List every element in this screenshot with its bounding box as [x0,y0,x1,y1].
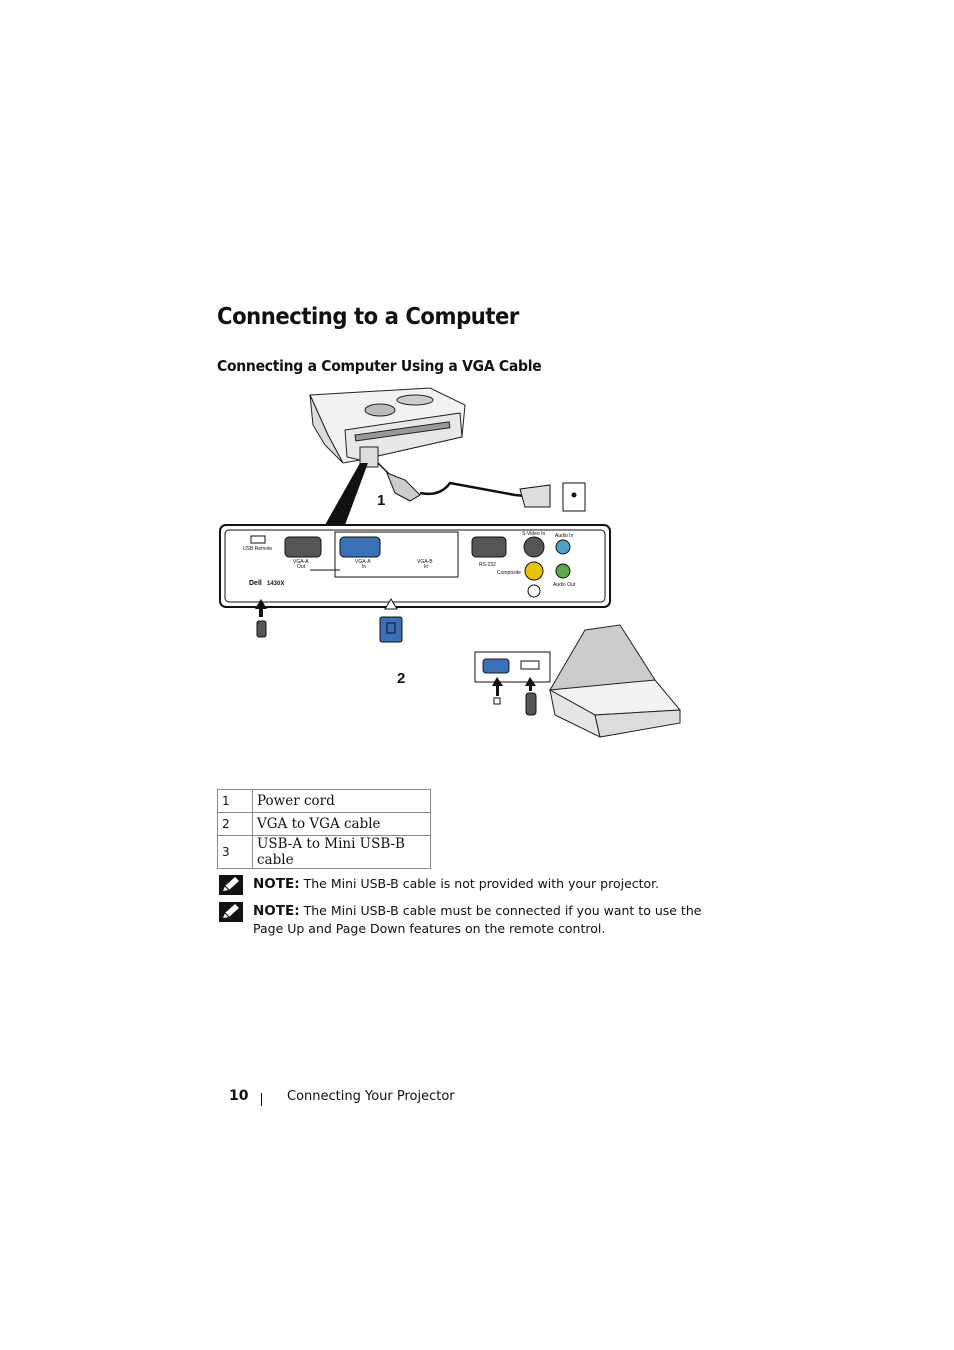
legend-number: 1 [217,789,253,813]
label-vga-b-in-1: VGA-B [417,559,433,565]
table-row: 1 Power cord [217,789,431,813]
table-row: 3 USB-A to Mini USB-B cable [217,835,431,869]
note-body: The Mini USB-B cable is not provided wit… [303,876,660,891]
panel-brand: Dell [249,580,262,587]
label-audio-out: Audio Out [553,582,576,588]
section-title: Connecting a Computer Using a VGA Cable [217,357,542,375]
legend-table: 1 Power cord 2 VGA to VGA cable 3 USB-A … [217,789,431,869]
legend-description: USB-A to Mini USB-B cable [252,835,431,869]
callout-2: 2 [397,670,405,687]
label-usb-remote: USB Remote [243,546,272,552]
connection-diagram: 1 USB Remote VGA-A Out VGA-A In VGA-B In… [219,387,682,738]
note-label: NOTE: [253,876,300,892]
laptop-illustration [474,624,682,738]
rear-panel [219,524,611,608]
label-s-video-in: S-Video In [522,531,545,537]
legend-description: VGA to VGA cable [252,812,431,836]
power-cord-illustration [377,462,586,512]
usb-cable-illustration [255,599,267,638]
legend-number: 3 [217,835,253,869]
legend-description: Power cord [252,789,431,813]
footer-section-title: Connecting Your Projector [287,1089,455,1104]
projector-illustration [309,387,466,468]
footer-page-number: 10 [229,1088,249,1104]
footer-divider [261,1093,262,1106]
label-vga-b-in-2: In [424,564,428,570]
label-vga-a-in-1: VGA-A [355,559,371,565]
note-1: NOTE: The Mini USB-B cable is not provid… [219,875,709,895]
pencil-note-icon [219,875,243,895]
table-row: 2 VGA to VGA cable [217,812,431,836]
label-audio-in: Audio In [555,533,574,539]
label-rs232: RS-232 [479,562,496,568]
legend-number: 2 [217,812,253,836]
note-body: The Mini USB-B cable must be connected i… [253,903,702,936]
note-label: NOTE: [253,903,300,919]
callout-1: 1 [377,492,385,509]
note-2: NOTE: The Mini USB-B cable must be conne… [219,902,709,938]
label-composite: Composite [497,570,521,576]
page-title: Connecting to a Computer [217,304,519,330]
panel-model: 1430X [267,581,284,587]
pencil-note-icon [219,902,243,922]
label-vga-a-out-1: VGA-A [293,559,309,565]
label-vga-a-out-2: Out [297,564,306,570]
label-vga-a-in-2: In [362,564,366,570]
vga-cable-illustration [379,598,403,643]
